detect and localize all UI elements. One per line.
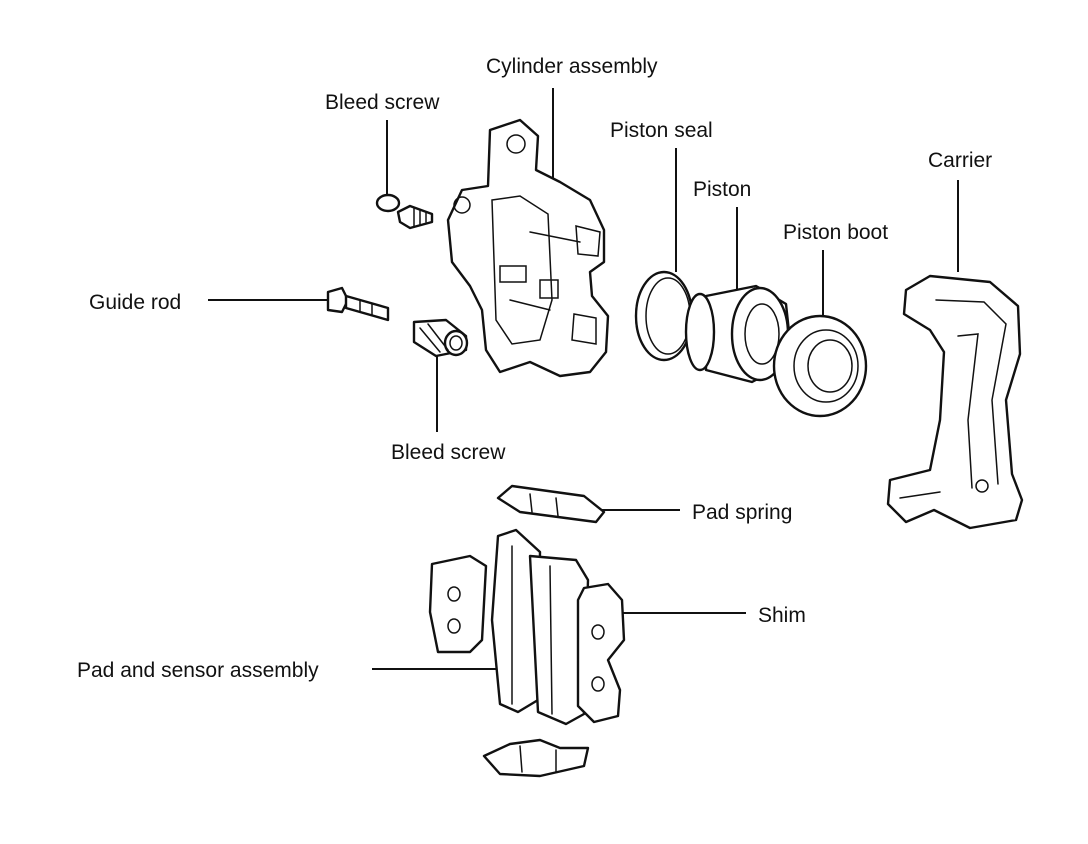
shim-plate-part	[428, 554, 488, 654]
label-bleed-screw-top: Bleed screw	[325, 91, 440, 114]
pad-and-sensor-part	[490, 528, 590, 726]
label-piston-boot: Piston boot	[783, 221, 889, 244]
bleed-screw-top-part	[375, 193, 434, 230]
bleed-screw-bottom-part	[412, 318, 469, 358]
label-guide-rod: Guide rod	[89, 291, 182, 314]
piston-seal-part	[634, 270, 694, 362]
label-piston-seal: Piston seal	[610, 119, 713, 142]
label-shim: Shim	[758, 604, 806, 627]
piston-boot-part	[772, 314, 868, 418]
guide-rod-part	[326, 286, 390, 322]
label-carrier: Carrier	[928, 149, 993, 172]
label-bleed-screw-bottom: Bleed screw	[391, 441, 506, 464]
shim-part	[576, 582, 626, 724]
pad-spring-part	[496, 484, 606, 524]
label-cylinder-assembly: Cylinder assembly	[486, 55, 658, 78]
cylinder-assembly-part	[446, 118, 610, 378]
carrier-part	[886, 274, 1024, 530]
leader-lines	[208, 88, 959, 670]
label-pad-spring: Pad spring	[692, 501, 793, 524]
lower-clip-part	[482, 738, 590, 778]
label-piston: Piston	[693, 178, 752, 201]
label-pad-and-sensor-assembly: Pad and sensor assembly	[77, 659, 319, 682]
